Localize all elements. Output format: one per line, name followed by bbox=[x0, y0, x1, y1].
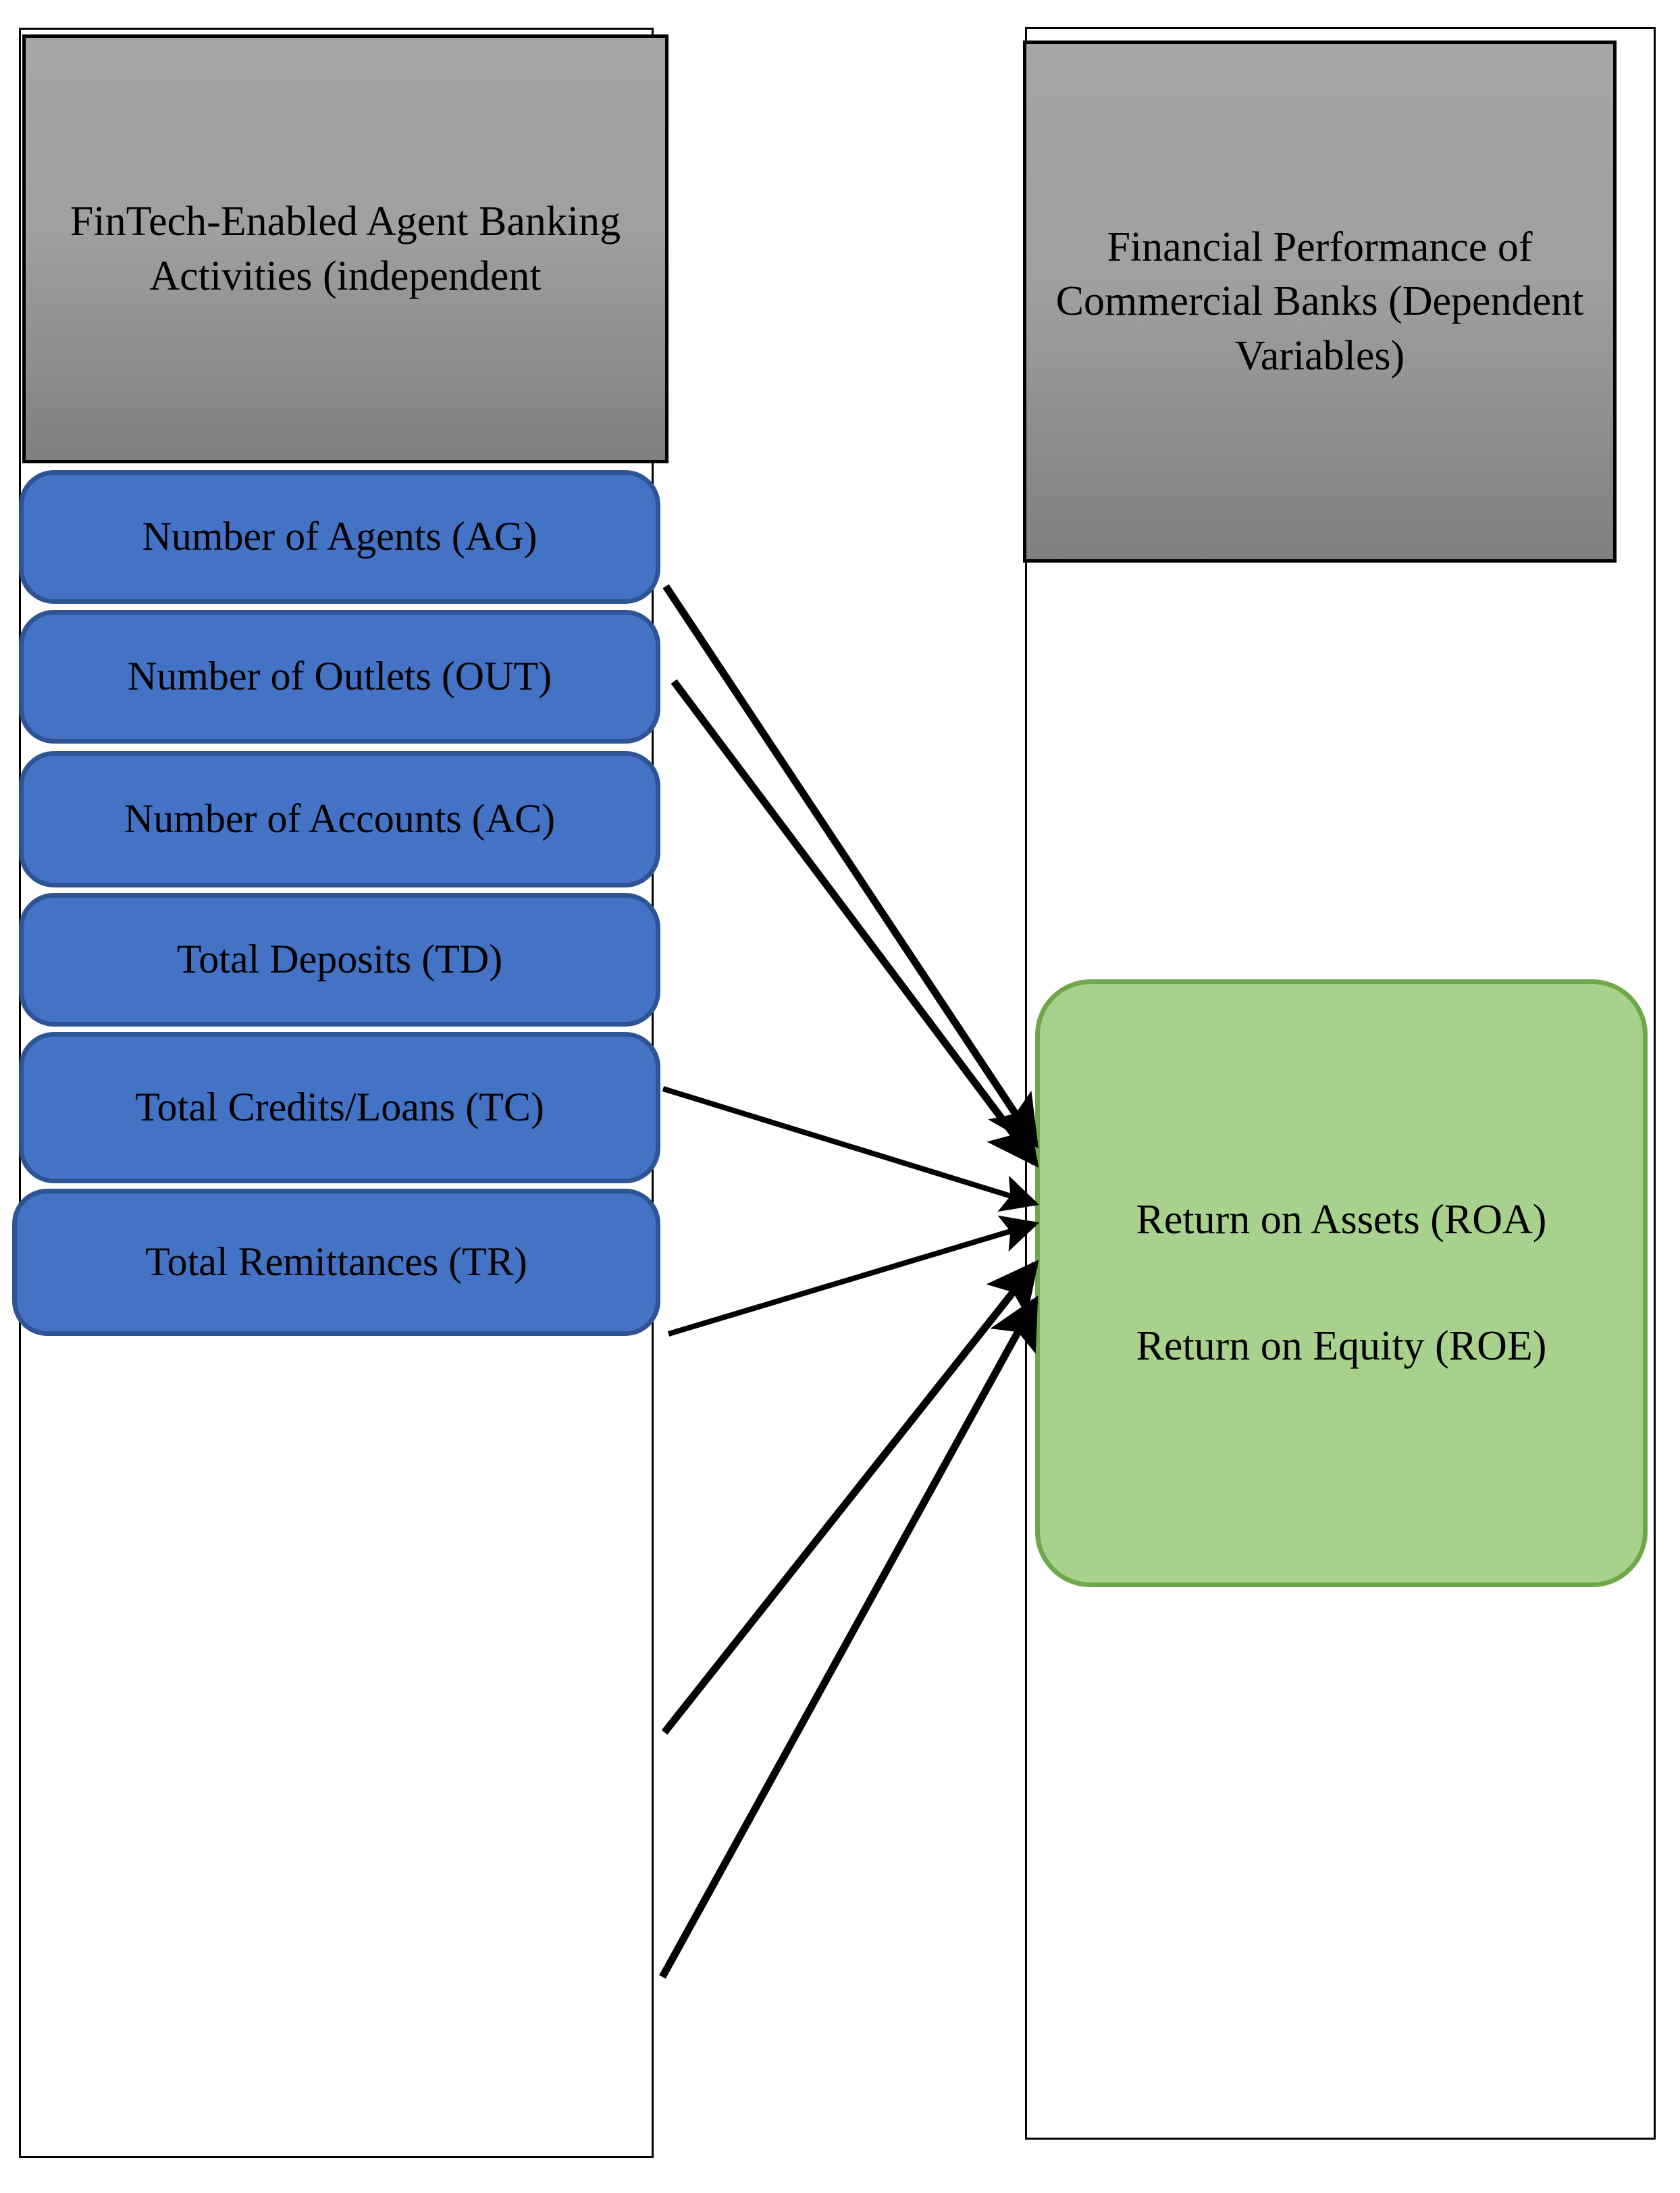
variable-box-remittances[interactable]: Total Remittances (TR) bbox=[12, 1189, 660, 1336]
dependent-variables-header: Financial Performance of Commercial Bank… bbox=[1023, 41, 1617, 563]
independent-variables-header: FinTech-Enabled Agent Banking Activities… bbox=[22, 34, 668, 463]
variable-box-credits-loans[interactable]: Total Credits/Loans (TC) bbox=[19, 1032, 660, 1183]
arrow-tc-to-outcomes bbox=[661, 1260, 1039, 1735]
outcome-roe: Return on Equity (ROE) bbox=[1136, 1323, 1547, 1369]
variable-box-accounts[interactable]: Number of Accounts (AC) bbox=[19, 751, 660, 887]
dependent-outcomes-box[interactable]: Return on Assets (ROA) Return on Equity … bbox=[1035, 979, 1648, 1587]
variable-box-agents[interactable]: Number of Agents (AG) bbox=[19, 470, 660, 604]
arrow-tr-to-outcomes bbox=[659, 1295, 1039, 1979]
arrow-td-to-outcomes bbox=[667, 1215, 1040, 1337]
outcome-roa: Return on Assets (ROA) bbox=[1136, 1197, 1547, 1243]
variable-box-outlets[interactable]: Number of Outlets (OUT) bbox=[19, 610, 660, 744]
arrow-ac-to-outcomes bbox=[662, 1086, 1040, 1212]
arrow-out-to-outcomes bbox=[671, 679, 1039, 1168]
variable-box-deposits[interactable]: Total Deposits (TD) bbox=[19, 893, 660, 1027]
arrow-ag-to-outcomes bbox=[662, 584, 1039, 1149]
